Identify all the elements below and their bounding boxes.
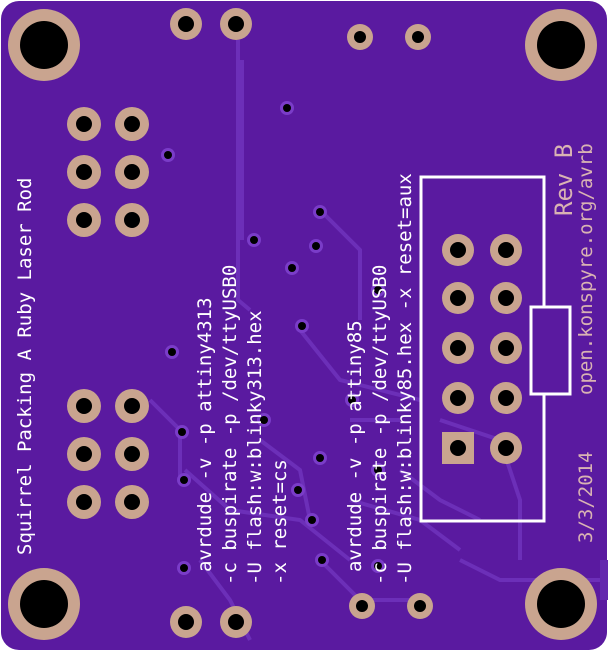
via-2 [161, 148, 175, 162]
revision-label: Rev B [550, 144, 578, 216]
upper-header-pin-5 [67, 203, 101, 237]
mounting-holes [8, 9, 597, 640]
cmd1-line1: avrdude -v -p attiny4313 [194, 297, 216, 572]
via-12 [257, 413, 271, 427]
cmd1-line2: -c buspirate -p /dev/ttyUSB0 [219, 265, 241, 585]
board-title: Squirrel Packing A Ruby Laser Rod [14, 178, 36, 556]
via-13 [313, 451, 327, 465]
via-6 [285, 261, 299, 275]
via-20 [371, 463, 385, 477]
cmd1-line3: -U flash:w:blinky313.hex [244, 310, 266, 585]
isp-header-pin-4 [490, 282, 522, 314]
lower-header-pin-1 [67, 389, 101, 423]
project-url: open.konspyre.org/avrb [575, 143, 597, 395]
bottom-small-pad-1 [349, 593, 375, 619]
isp-header-pin-6 [490, 332, 522, 364]
via-18 [315, 553, 329, 567]
upper-header-pin-6 [115, 203, 149, 237]
via-4 [247, 233, 261, 247]
through-hole-pads [67, 8, 522, 638]
isp-header-pin-7 [442, 382, 474, 414]
lower-header-pin-6 [115, 485, 149, 519]
board-date: 3/3/2014 [575, 451, 597, 543]
isp-header-pin-8 [490, 382, 522, 414]
via-19 [371, 559, 385, 573]
top-header-pin-1 [170, 8, 202, 40]
upper-header-pin-3 [67, 155, 101, 189]
via-8 [295, 319, 309, 333]
via-11 [175, 425, 189, 439]
upper-header-pin-1 [67, 107, 101, 141]
cmd2-line1: avrdude -v -p attiny85 [344, 320, 366, 572]
top-small-pad-1 [347, 24, 373, 50]
bottom-header-pin-1 [170, 606, 202, 638]
bottom-header-pin-2 [220, 606, 252, 638]
isp-header-pin-10 [490, 432, 522, 464]
mounting-hole-br [525, 568, 597, 640]
top-header-pin-2 [220, 8, 252, 40]
isp-header-pin-5 [442, 332, 474, 364]
vias [161, 101, 385, 575]
isp-header-pin-3 [442, 282, 474, 314]
mounting-hole-bl [8, 568, 80, 640]
via-15 [291, 483, 305, 497]
copper-pours [600, 560, 608, 600]
lower-header-pin-2 [115, 389, 149, 423]
cmd1-line4: -x reset=cs [269, 459, 291, 585]
via-16 [305, 513, 319, 527]
via-9 [165, 345, 179, 359]
via-14 [177, 473, 191, 487]
cmd2-line2: -c buspirate -p /dev/ttyUSB0 [369, 265, 391, 585]
top-small-pad-2 [405, 24, 431, 50]
bottom-small-pad-2 [407, 593, 433, 619]
lower-header-pin-4 [115, 437, 149, 471]
lower-header-pin-5 [67, 485, 101, 519]
isp-header-pin-2 [490, 234, 522, 266]
via-3 [313, 205, 327, 219]
mounting-hole-tr [525, 9, 597, 81]
cmd2-line3: -U flash:w:blinky85.hex -x reset=aux [394, 173, 416, 585]
isp-header-outline [419, 175, 572, 523]
mounting-hole-tl [8, 9, 80, 81]
isp-header-pin-9 [442, 432, 474, 464]
via-17 [177, 561, 191, 575]
via-5 [309, 239, 323, 253]
via-10 [345, 393, 359, 407]
upper-header-pin-2 [115, 107, 149, 141]
via-7 [371, 283, 385, 297]
via-1 [280, 101, 294, 115]
isp-header-pin-1 [442, 234, 474, 266]
lower-header-pin-3 [67, 437, 101, 471]
upper-header-pin-4 [115, 155, 149, 189]
